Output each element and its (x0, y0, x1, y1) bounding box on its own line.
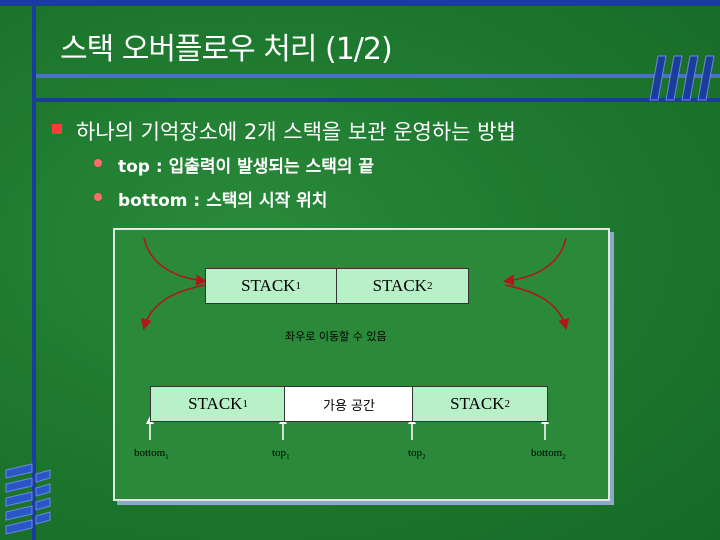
corner-stripes-logo (649, 55, 715, 101)
arrow-left-upper (143, 237, 208, 286)
pointer-label-text: bottom (531, 447, 563, 459)
free-space-label: 가용 공간 (323, 398, 375, 414)
top-stack2-label: STACK (372, 276, 427, 295)
pointer-label-sub: 2 (422, 453, 426, 462)
arrow-right-lower (504, 284, 570, 331)
top-stack1-label: STACK (241, 276, 296, 295)
arrow-left-lower (140, 284, 206, 331)
sub-bullet-text: top : 입출력이 발생되는 스택의 끝 (118, 157, 375, 177)
dot-bullet-icon (94, 159, 102, 167)
square-bullet-icon (52, 124, 62, 134)
pointer-label-top1: top1 (272, 447, 290, 461)
top-stack1-sub: 1 (295, 280, 301, 292)
pointer-label-top2: top2 (408, 447, 426, 461)
pointer-label-bottom2: bottom2 (531, 447, 566, 461)
pointer-label-sub: 1 (165, 453, 169, 462)
pointer-label-text: top (408, 447, 423, 459)
frame-left-line (32, 0, 36, 540)
free-space-cell: 가용 공간 (284, 386, 414, 422)
slide-title: 스택 오버플로우 처리 (1/2) (60, 32, 393, 67)
pointer-label-sub: 2 (562, 453, 566, 462)
main-bullet: 하나의 기억장소에 2개 스택을 보관 운영하는 방법 (52, 116, 516, 146)
bottom-stack2-label: STACK (450, 394, 505, 413)
bottom-stack1-label: STACK (188, 394, 243, 413)
sub-bullet-top: top : 입출력이 발생되는 스택의 끝 (94, 152, 375, 177)
pointer-label-sub: 1 (286, 453, 290, 462)
sub-bullet-bottom: bottom : 스택의 시작 위치 (94, 186, 328, 211)
frame-top-line (0, 0, 720, 6)
move-caption: 좌우로 이동할 수 있음 (285, 330, 387, 343)
sub-bullet-text: bottom : 스택의 시작 위치 (118, 191, 328, 211)
top-stack2-sub: 2 (426, 280, 433, 292)
frame-title-underline (36, 74, 720, 78)
main-bullet-text: 하나의 기억장소에 2개 스택을 보관 운영하는 방법 (76, 120, 516, 144)
frame-header-divider (36, 98, 720, 102)
pointer-label-text: bottom (134, 447, 166, 459)
arrow-right-upper (502, 237, 567, 286)
bottom-stack2-sub: 2 (504, 398, 510, 410)
pointer-label-bottom1: bottom1 (134, 447, 169, 461)
left-stripes-logo (5, 463, 51, 535)
bottom-stack1-sub: 1 (242, 398, 248, 410)
pointer-label-text: top (272, 447, 287, 459)
dot-bullet-icon (94, 193, 102, 201)
